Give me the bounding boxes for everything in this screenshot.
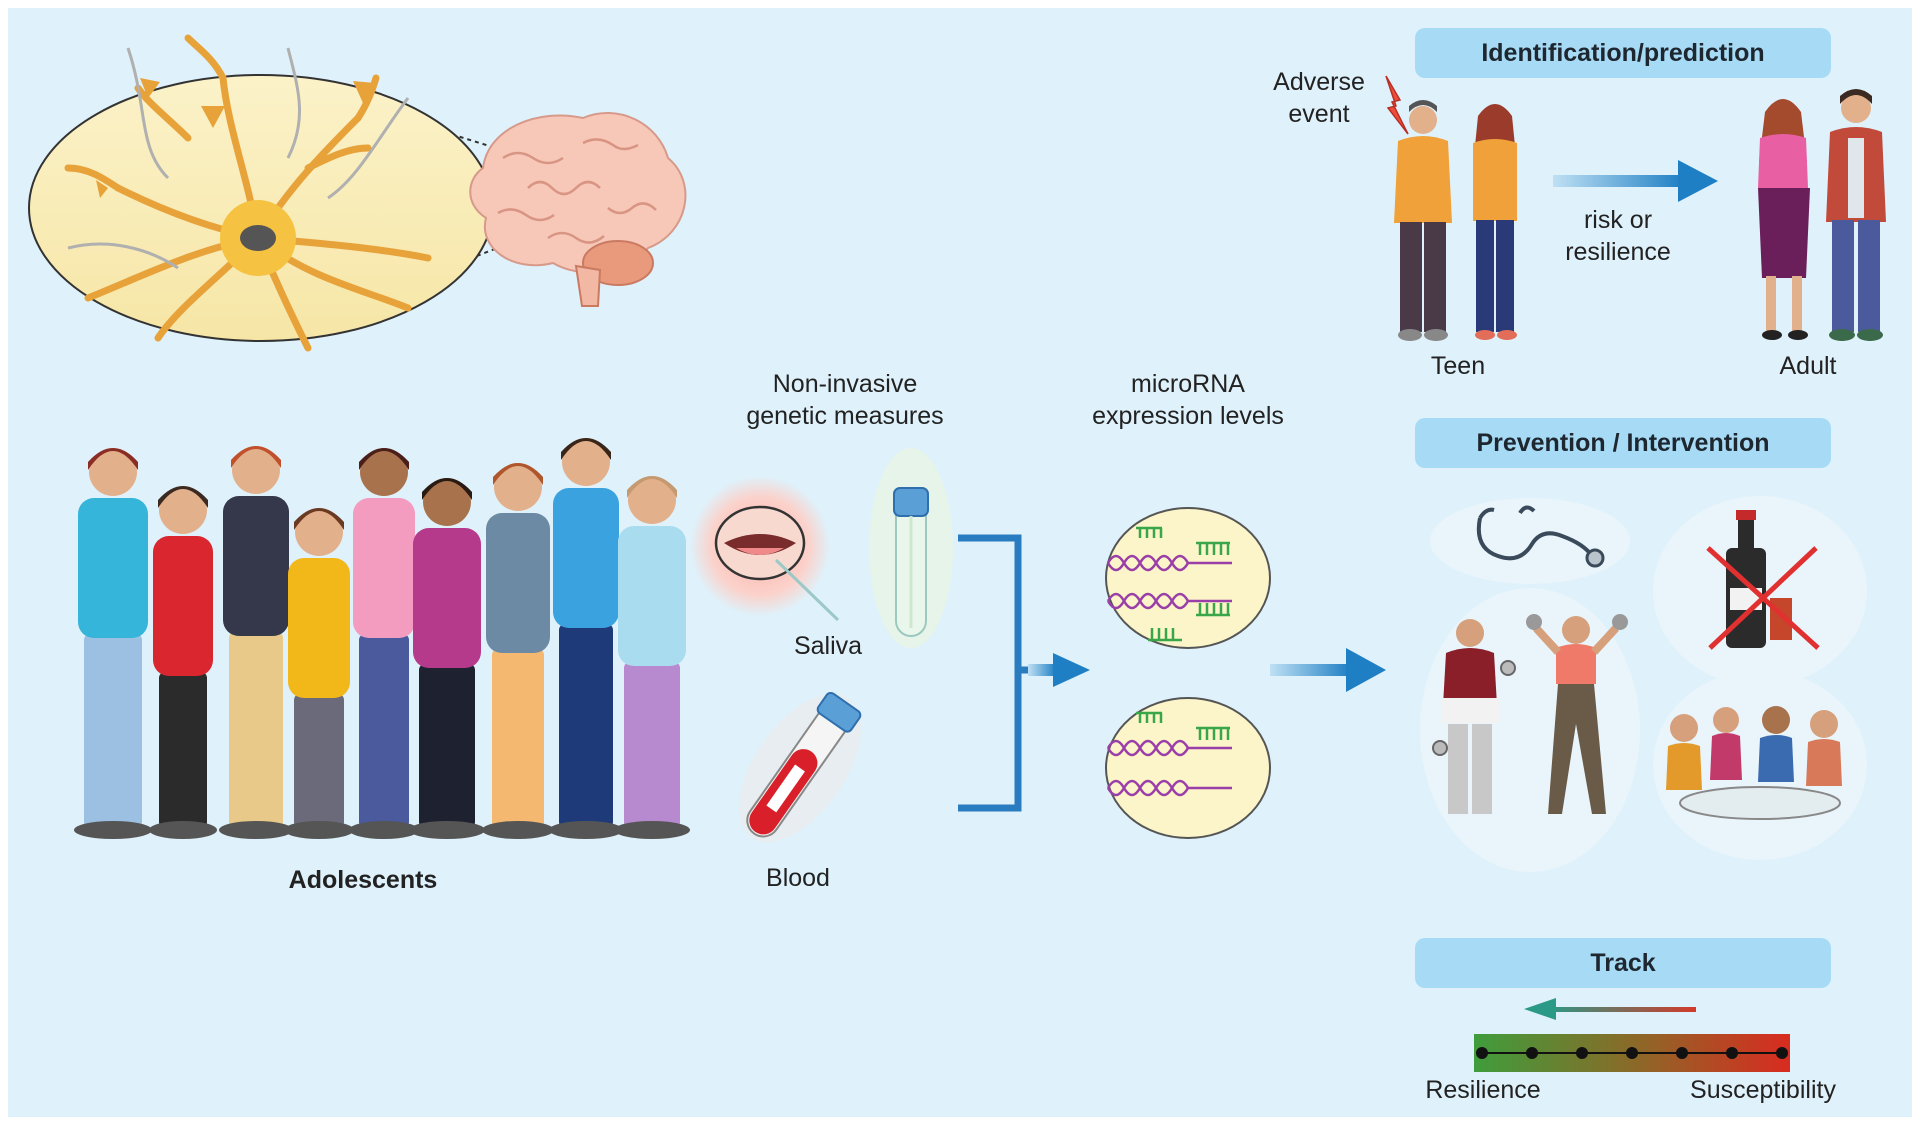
blood-tube-icon xyxy=(738,691,862,843)
genetic-measures-title-line2: genetic measures xyxy=(746,402,944,430)
resilience-susceptibility-scale xyxy=(1474,1034,1790,1072)
adverse-event-line2: event xyxy=(1288,100,1350,128)
risk-line1: risk or xyxy=(1583,206,1653,234)
risk-line2: resilience xyxy=(1565,238,1671,266)
no-alcohol-icon xyxy=(1653,496,1867,686)
diagram-canvas: Adolescents Non-invasive genetic measure… xyxy=(8,8,1912,1117)
teens-figures-icon xyxy=(1394,100,1517,341)
microrna-cell-bottom-icon xyxy=(1105,697,1271,839)
sample-merge-bracket xyxy=(958,534,1038,812)
stethoscope-icon xyxy=(1430,498,1630,584)
genetic-measures-title-line1: Non-invasive xyxy=(772,370,918,398)
scale-dot xyxy=(1576,1047,1588,1059)
microrna-cell-top-icon xyxy=(1105,507,1271,649)
scale-dot xyxy=(1726,1047,1738,1059)
resilience-label: Resilience xyxy=(1425,1076,1541,1104)
microrna-title-line2: expression levels xyxy=(1092,402,1284,430)
adolescents-label: Adolescents xyxy=(288,866,438,894)
susceptibility-label: Susceptibility xyxy=(1690,1076,1836,1104)
swab-tube-icon xyxy=(869,448,953,648)
track-header: Track xyxy=(1415,938,1831,988)
adults-figures-icon xyxy=(1758,89,1886,341)
track-direction-arrow-icon xyxy=(1524,998,1696,1020)
adult-label: Adult xyxy=(1779,352,1837,380)
scale-dot xyxy=(1626,1047,1638,1059)
scale-dot xyxy=(1526,1047,1538,1059)
brain-icon xyxy=(469,112,687,307)
exercise-icon xyxy=(1420,588,1640,872)
arrow-to-microrna-icon xyxy=(1028,653,1090,687)
microrna-title-line1: microRNA xyxy=(1131,370,1245,398)
lightning-bolt-icon xyxy=(1385,75,1409,135)
scale-dot xyxy=(1776,1047,1788,1059)
identification-header: Identification/prediction xyxy=(1415,28,1831,78)
neuron-zoom-icon xyxy=(28,34,549,352)
scale-dot xyxy=(1476,1047,1488,1059)
saliva-label: Saliva xyxy=(793,632,863,660)
diagram-graphics xyxy=(28,34,1886,1072)
blood-label: Blood xyxy=(766,864,830,892)
saliva-icon xyxy=(690,476,840,622)
arrow-to-outcomes-icon xyxy=(1270,648,1386,692)
teen-label: Teen xyxy=(1430,352,1486,380)
teen-to-adult-arrow-icon xyxy=(1553,160,1718,202)
prevention-header: Prevention / Intervention xyxy=(1415,418,1831,468)
scale-dot xyxy=(1676,1047,1688,1059)
social-games-icon xyxy=(1653,670,1867,860)
group-of-teenagers-icon xyxy=(74,438,690,839)
adverse-event-line1: Adverse xyxy=(1273,68,1365,96)
